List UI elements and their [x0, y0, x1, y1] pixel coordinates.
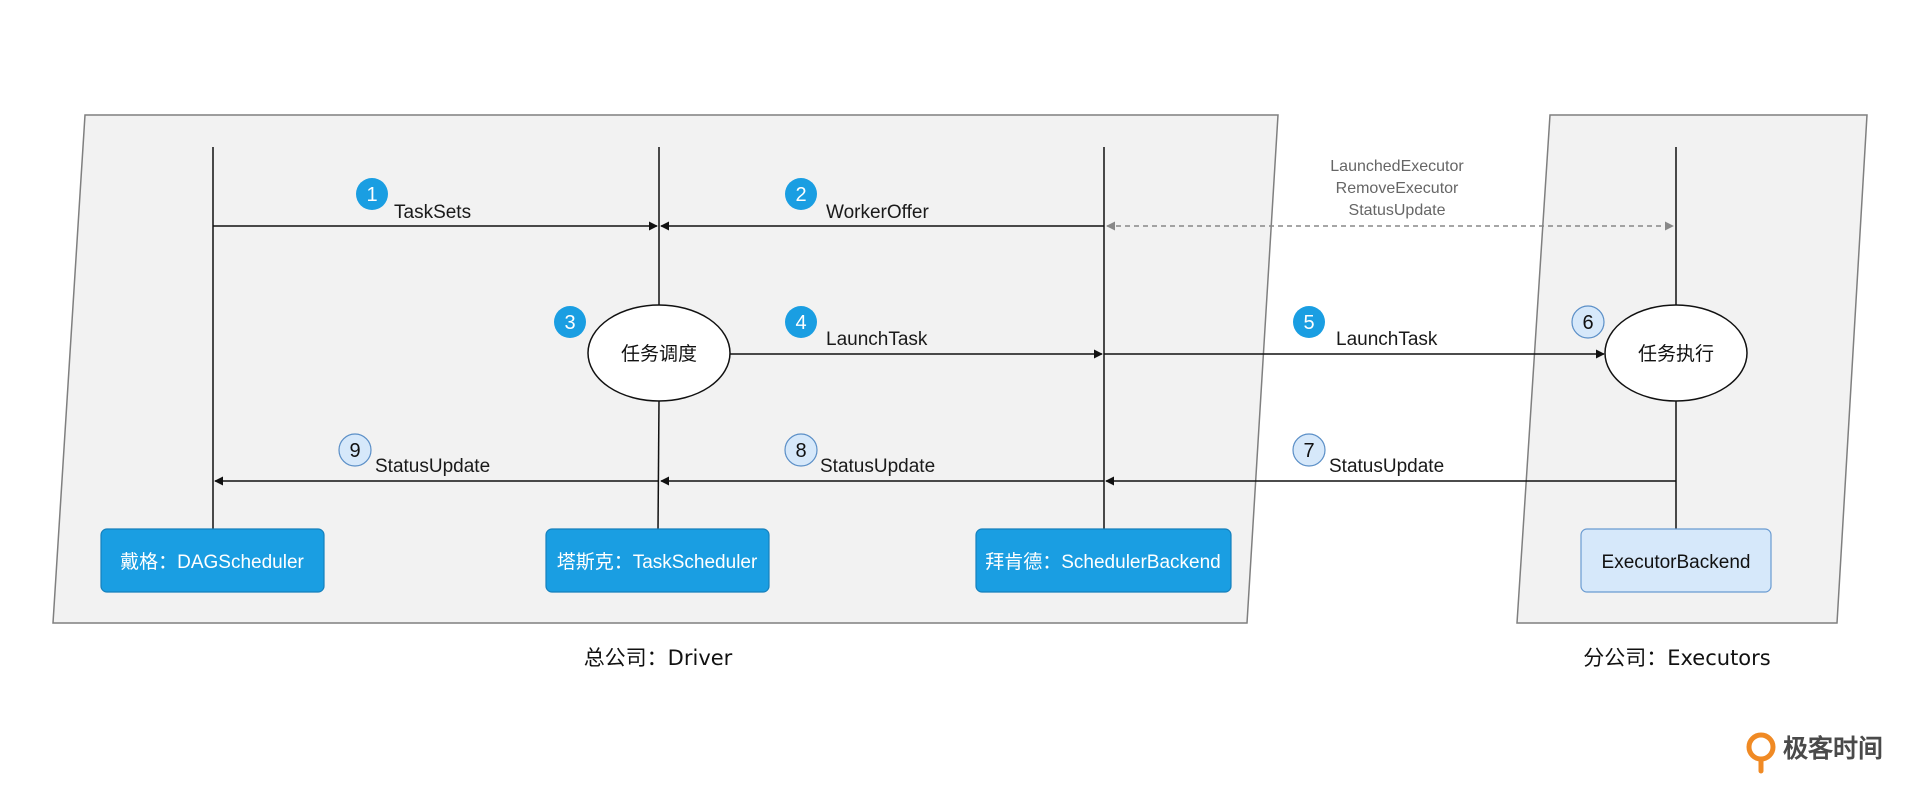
step-8-label: StatusUpdate: [820, 456, 935, 477]
dag-scheduler-label: 戴格：DAGScheduler: [120, 551, 304, 573]
step-badge-3: 3: [554, 306, 586, 338]
svg-text:7: 7: [1303, 440, 1314, 462]
executor-message-2: RemoveExecutor: [1336, 180, 1459, 197]
executors-region-label: 分公司：Executors: [1583, 646, 1770, 670]
dag-scheduler-box: 戴格：DAGScheduler: [100, 528, 325, 593]
svg-text:2: 2: [795, 184, 806, 206]
step-badge-5: 5: [1293, 306, 1325, 338]
svg-text:5: 5: [1303, 312, 1314, 334]
executor-message-3: StatusUpdate: [1349, 202, 1446, 219]
task-execution-label: 任务执行: [1638, 343, 1714, 365]
svg-text:9: 9: [349, 440, 360, 462]
executor-backend-box: ExecutorBackend: [1580, 528, 1772, 593]
task-scheduler-box: 塔斯克：TaskScheduler: [545, 528, 770, 593]
task-execution-ellipse: [1604, 304, 1748, 402]
svg-text:6: 6: [1582, 312, 1593, 334]
step-1-label: TaskSets: [394, 202, 471, 223]
step-badge-6: 6: [1571, 305, 1605, 339]
svg-text:3: 3: [564, 312, 575, 334]
svg-text:1: 1: [366, 184, 377, 206]
step-4-label: LaunchTask: [826, 329, 928, 350]
svg-text:4: 4: [795, 312, 806, 334]
executor-message-1: LaunchedExecutor: [1330, 158, 1464, 175]
geektime-logo-icon: [1746, 732, 1776, 774]
scheduler-backend-box: 拜肯德：SchedulerBackend: [975, 528, 1232, 593]
brand-name: 极客时间: [1783, 734, 1883, 763]
executor-backend-label: ExecutorBackend: [1602, 552, 1751, 573]
task-scheduler-label: 塔斯克：TaskScheduler: [557, 551, 758, 573]
step-badge-9: 9: [338, 433, 372, 467]
svg-text:8: 8: [795, 440, 806, 462]
task-dispatch-label: 任务调度: [621, 343, 697, 365]
step-7-label: StatusUpdate: [1329, 456, 1444, 477]
step-badge-8: 8: [784, 433, 818, 467]
scheduler-backend-label: 拜肯德：SchedulerBackend: [985, 551, 1221, 573]
task-scheduler-lifeline-bottom: [657, 399, 660, 531]
step-badge-1: 1: [356, 178, 388, 210]
step-badge-2: 2: [785, 178, 817, 210]
driver-region-label: 总公司：Driver: [584, 646, 733, 670]
step-9-label: StatusUpdate: [375, 456, 490, 477]
step-2-label: WorkerOffer: [826, 202, 929, 223]
step-5-label: LaunchTask: [1336, 329, 1438, 350]
step-badge-4: 4: [785, 306, 817, 338]
task-dispatch-ellipse: [587, 304, 731, 402]
step-badge-7: 7: [1292, 433, 1326, 467]
